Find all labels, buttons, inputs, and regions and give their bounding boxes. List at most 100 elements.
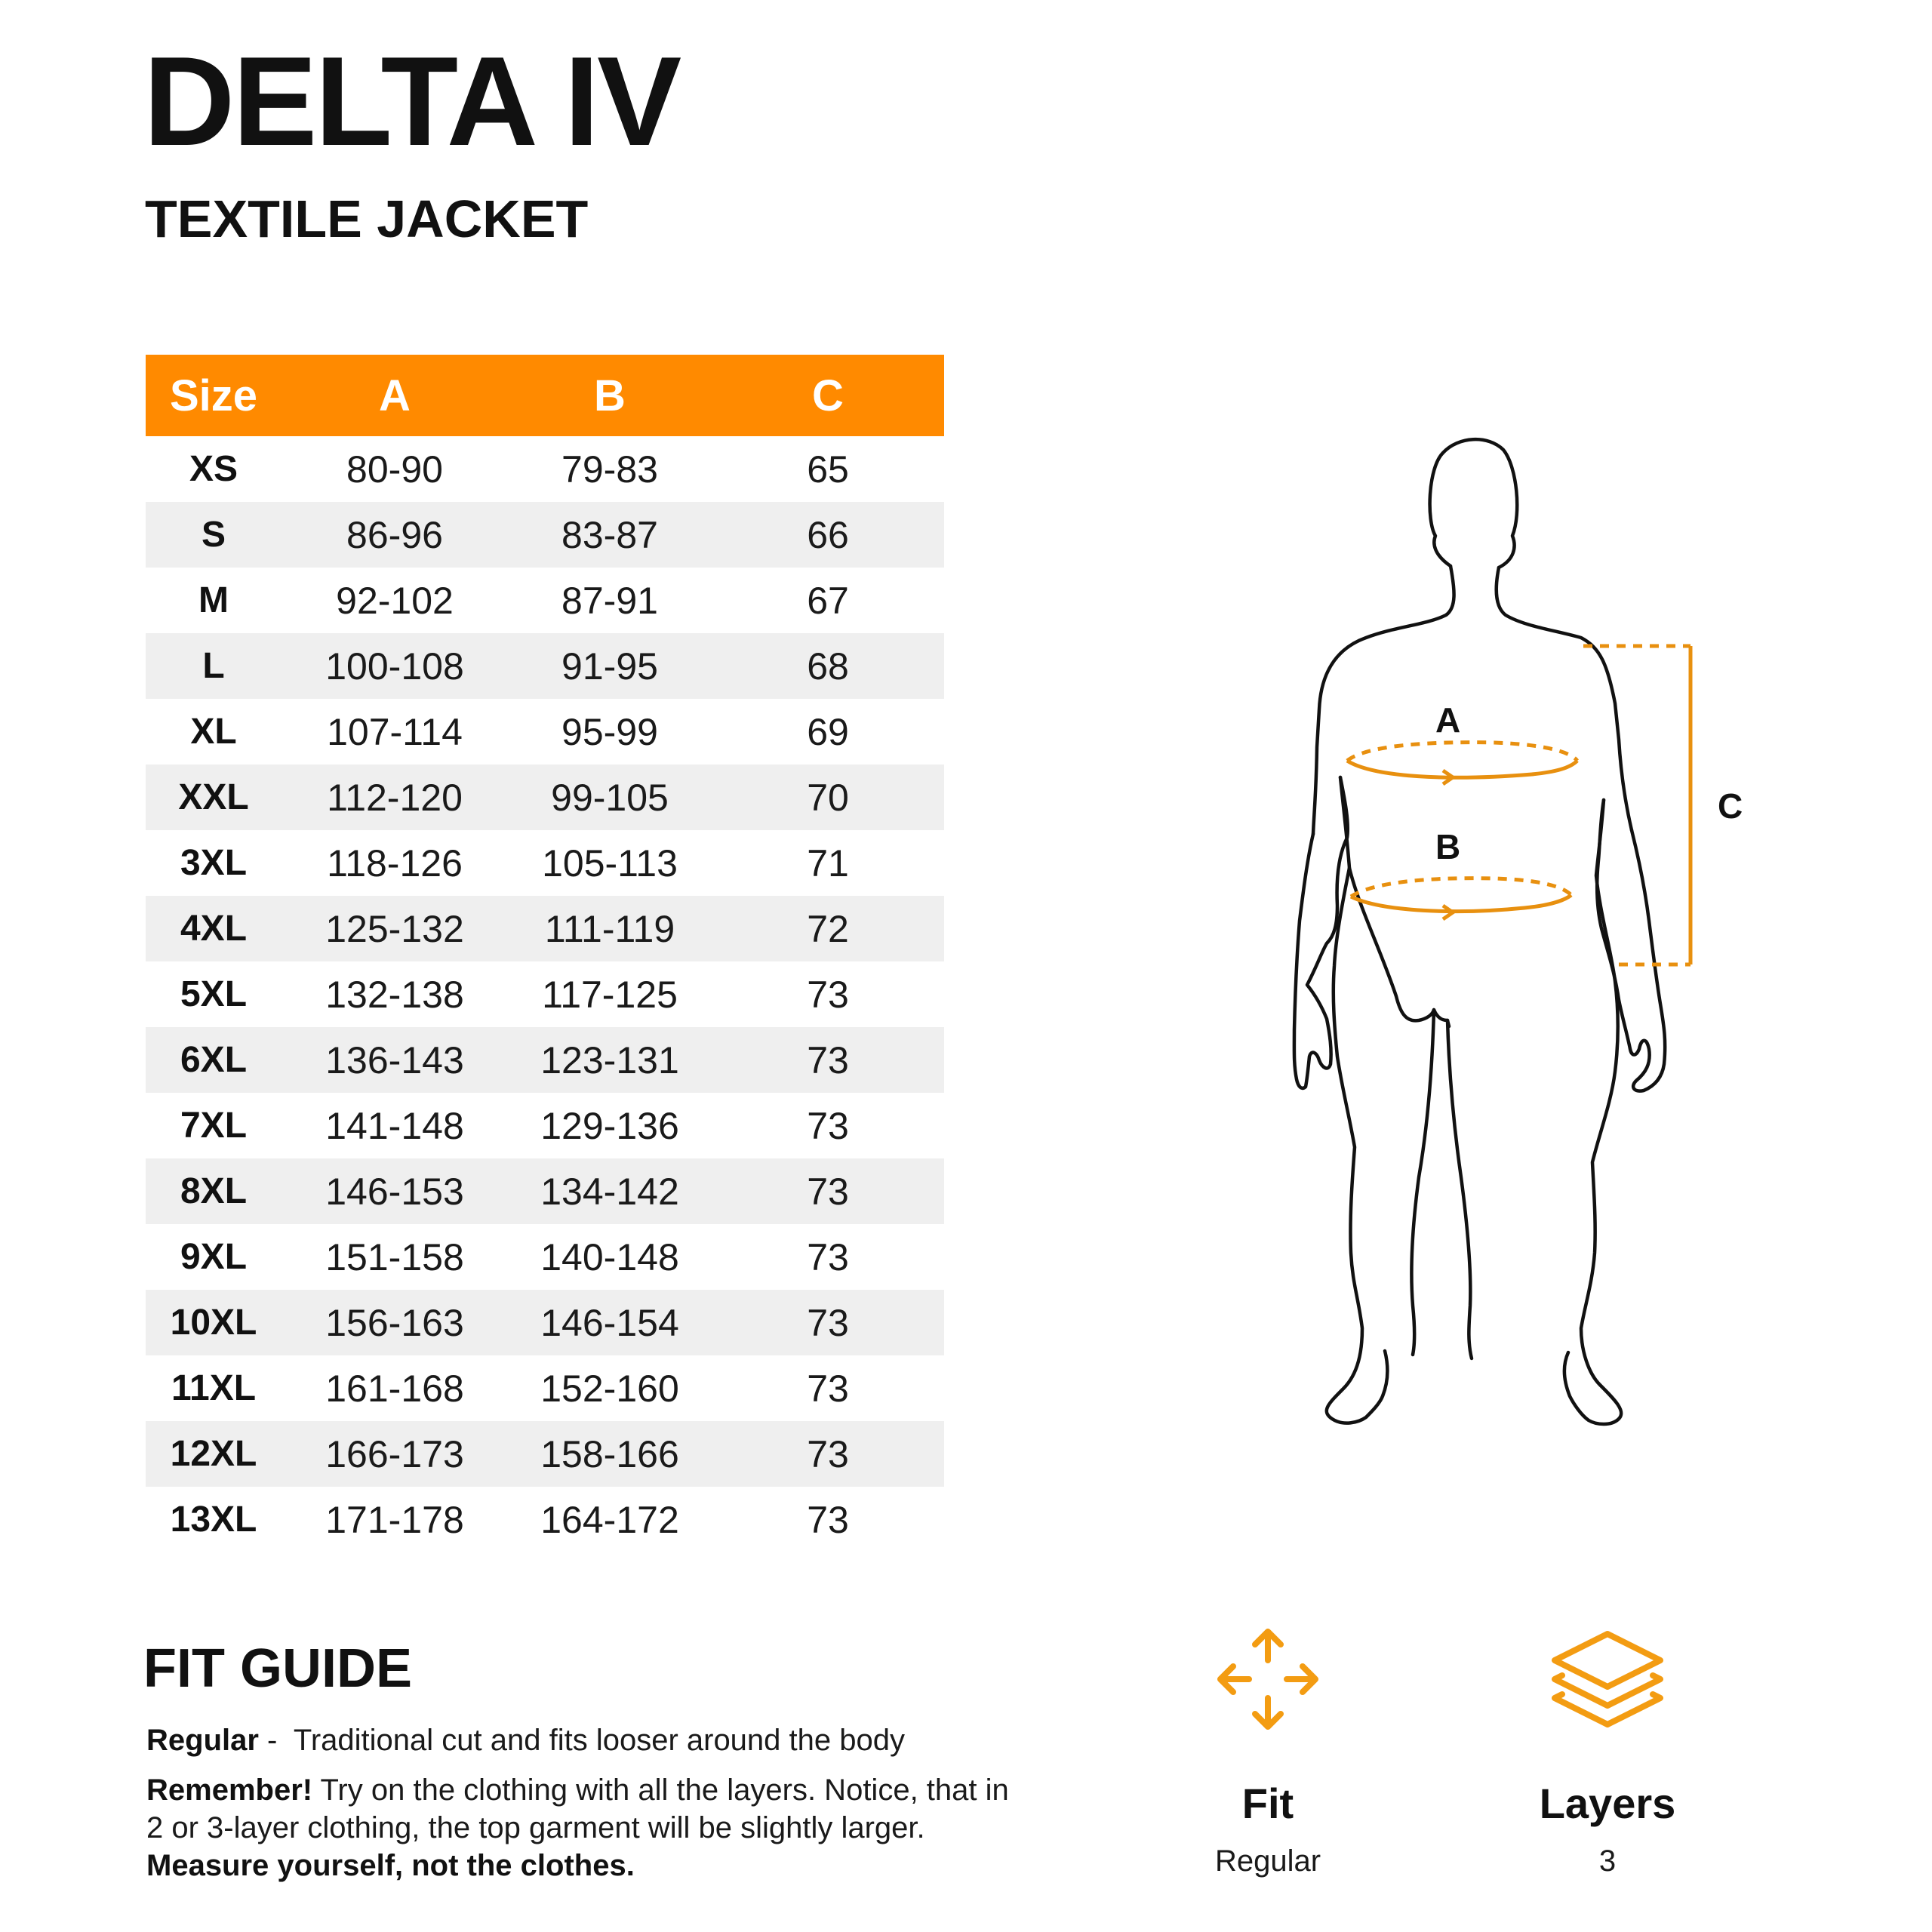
remember-text: Try on the clothing with all the layers.… [146,1774,1009,1844]
fit-guide-regular: Regular - Traditional cut and fits loose… [146,1721,905,1759]
spec-layers-label: Layers [1539,1780,1676,1827]
figure-label-a: A [1435,700,1460,740]
measure-b-cell: 111-119 [508,896,712,961]
table-row: 9XL 151-158 140-148 73 [146,1224,944,1290]
spec-fit-label: Fit [1241,1780,1294,1827]
header-c: C [712,355,944,436]
measure-c-cell: 69 [807,710,849,753]
measure-b-cell: 99-105 [508,764,712,830]
measure-a-ring [1346,740,1579,786]
measure-b-cell: 117-125 [542,973,678,1016]
page-subtitle: TEXTILE JACKET [145,189,589,248]
spec-fit-value: Regular [1214,1844,1321,1878]
body-measurement-figure: A B C [1292,438,1743,1426]
figure-label-c: C [1718,786,1743,826]
measure-c-cell: 73 [807,1104,849,1147]
size-cell: XL [190,712,237,752]
size-cell: XS [189,449,238,489]
measure-b-cell: 140-148 [540,1235,679,1278]
measure-c-cell: 73 [807,1498,849,1541]
measure-a-cell: 112-120 [281,764,508,830]
measure-c-cell: 71 [807,841,849,884]
measure-c-cell: 65 [807,448,849,491]
move-arrows-icon [1217,1629,1318,1730]
remember-term: Remember! [146,1774,313,1807]
header-a: A [281,355,508,436]
figure-label-b: B [1435,827,1460,866]
measure-c-cell: 73 [807,1367,849,1410]
measure-b-cell: 152-160 [540,1367,679,1410]
measure-a-cell: 132-138 [325,973,464,1016]
figure-left-leg [1324,775,1389,1425]
regular-separator: - [258,1724,294,1757]
measure-c-cell: 67 [807,579,849,622]
size-cell: S [146,502,281,568]
measure-b-cell: 129-136 [540,1104,679,1147]
measure-b-ring [1349,876,1573,921]
measure-c-cell: 73 [712,1290,944,1355]
measure-b-cell: 95-99 [561,710,658,753]
measure-c-cell: 73 [807,1235,849,1278]
measure-a-cell: 141-148 [325,1104,464,1147]
figure-head [1428,438,1519,570]
measure-a-cell: 86-96 [281,502,508,568]
measure-a-cell: 92-102 [336,579,454,622]
table-row: XL 107-114 95-99 69 [146,699,944,764]
header-b: B [508,355,712,436]
measure-a-cell: 161-168 [325,1367,464,1410]
page-title: DELTA IV [143,30,681,172]
measure-a-cell: 107-114 [327,710,463,753]
measure-a-cell: 166-173 [281,1421,508,1487]
header-size: Size [146,355,281,436]
measure-a-cell: 125-132 [281,896,508,961]
measure-c-cell: 73 [807,973,849,1016]
measure-c-cell: 73 [712,1158,944,1224]
figure-left-arm [1292,775,1350,1091]
fit-guide-remember: Remember! Try on the clothing with all t… [146,1771,1014,1884]
fit-guide-title: FIT GUIDE [143,1638,412,1699]
size-cell: 8XL [146,1158,281,1224]
table-row: 5XL 132-138 117-125 73 [146,961,944,1027]
measure-b-cell: 134-142 [508,1158,712,1224]
figure-right-leg [1562,798,1623,1426]
measure-b-cell: 79-83 [561,448,658,491]
spec-layers: Layers 3 [1532,1623,1683,1876]
measure-a-cell: 156-163 [281,1290,508,1355]
measure-b-cell: 146-154 [508,1290,712,1355]
measure-a-cell: 151-158 [325,1235,464,1278]
size-cell: 12XL [146,1421,281,1487]
measure-a-cell: 118-126 [327,841,463,884]
measure-c-cell: 70 [712,764,944,830]
size-cell: 5XL [180,974,248,1014]
measure-a-cell: 100-108 [281,633,508,699]
measure-c-cell: 68 [712,633,944,699]
measure-c-bracket [1583,644,1693,967]
figure-inner-legs [1410,1008,1474,1361]
size-cell: 6XL [146,1027,281,1093]
measure-c-cell: 66 [712,502,944,568]
remember-emphasis: Measure yourself, not the clothes. [146,1849,635,1882]
measure-c-cell: 73 [712,1027,944,1093]
measure-a-cell: 136-143 [281,1027,508,1093]
measure-a-cell: 80-90 [346,448,443,491]
spec-fit: Fit Regular [1192,1623,1343,1876]
size-cell: 9XL [180,1237,248,1277]
measure-c-cell: 73 [712,1421,944,1487]
size-cell: 3XL [180,843,248,883]
size-cell: 4XL [146,896,281,961]
size-cell: M [198,580,229,620]
